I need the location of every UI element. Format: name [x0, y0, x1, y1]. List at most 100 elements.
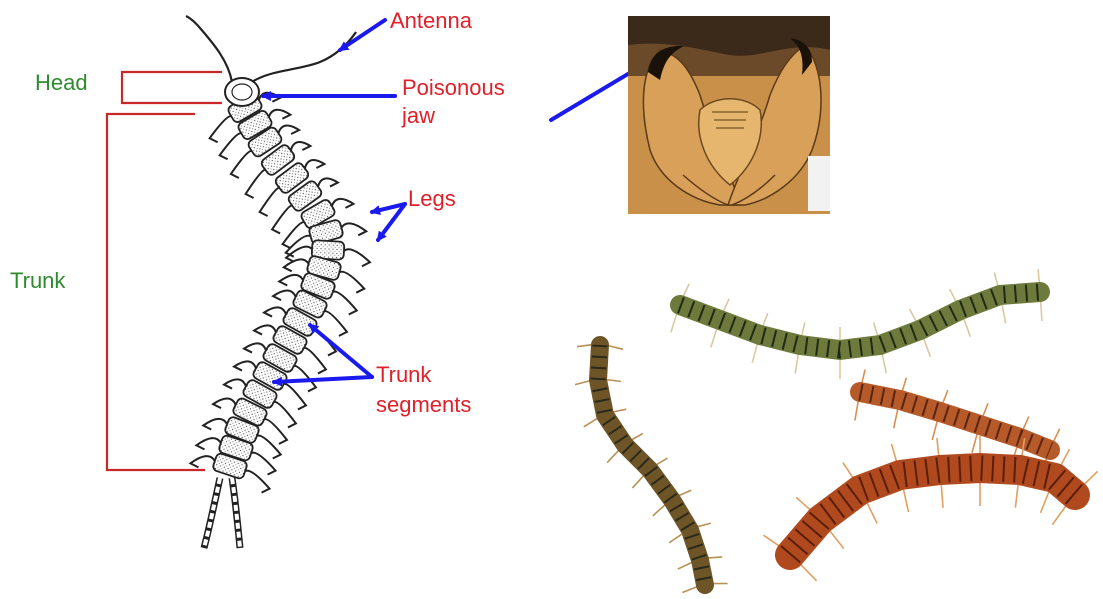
head-capsule — [225, 78, 259, 106]
leg — [246, 170, 266, 198]
antenna-label: Antenna — [390, 8, 472, 33]
leg — [344, 249, 370, 266]
photo-leg — [972, 433, 978, 453]
photo-leg — [653, 504, 666, 516]
leg — [234, 361, 256, 370]
photo-leg — [605, 379, 621, 381]
centipede-photos — [575, 269, 1098, 592]
photo-leg — [902, 378, 906, 392]
leg — [284, 384, 306, 410]
leg — [269, 110, 291, 119]
leg — [196, 438, 220, 449]
photo-leg — [633, 475, 645, 488]
photo-leg — [932, 420, 937, 440]
photo-leg — [607, 450, 619, 463]
photo-leg — [584, 418, 599, 427]
photo-leg — [1083, 471, 1098, 486]
photo-leg — [575, 381, 591, 385]
photo-leg — [843, 462, 854, 479]
leg — [341, 223, 366, 235]
leg — [278, 126, 299, 135]
photo-leg — [862, 370, 866, 385]
leg — [190, 456, 214, 467]
segments-arrow-2 — [274, 377, 372, 382]
photo-leg — [941, 482, 943, 508]
photo-leg — [903, 487, 909, 512]
photo-leg — [752, 343, 757, 363]
photo-leg — [678, 562, 693, 569]
photo-leg — [671, 312, 677, 332]
photo-leg — [1053, 429, 1060, 443]
photo-leg — [607, 345, 623, 349]
leg — [273, 290, 296, 300]
photo-leg — [577, 345, 593, 347]
head-label: Head — [35, 70, 88, 95]
photo-leg — [669, 533, 683, 543]
photo-leg — [655, 458, 667, 465]
photo-leg — [982, 403, 988, 417]
leg — [245, 471, 269, 493]
leg — [304, 348, 326, 374]
leg — [224, 379, 246, 388]
photo-leg — [612, 409, 627, 412]
photo-leg — [801, 322, 804, 337]
photo-leg — [1060, 449, 1070, 467]
photo-leg — [1038, 269, 1039, 284]
head-bracket — [122, 72, 222, 103]
photo-leg — [994, 273, 998, 288]
photo-leg — [963, 317, 970, 336]
photo-leg — [723, 299, 729, 313]
photo-leg — [711, 327, 717, 347]
leg — [231, 151, 252, 178]
leg — [220, 133, 242, 159]
photo-leg — [923, 337, 930, 356]
leg — [244, 343, 266, 352]
trunk-segments-label-line2: segments — [376, 392, 471, 417]
photo-leg — [882, 353, 886, 373]
photo-leg — [1041, 300, 1042, 321]
photo-leg — [828, 529, 844, 549]
photo-leg — [892, 444, 898, 463]
leg — [251, 453, 275, 475]
photo-leg — [1052, 504, 1067, 525]
photo-leg — [866, 500, 877, 523]
leg — [339, 272, 364, 293]
leg — [274, 402, 296, 428]
photo-leg — [950, 289, 957, 302]
antenna-arrow — [340, 20, 385, 50]
leg — [291, 142, 311, 150]
leg — [332, 199, 354, 208]
photo-leg — [697, 523, 711, 527]
poisonous-jaw-label-line1: Poisonous — [402, 75, 505, 100]
photo-leg — [1023, 417, 1029, 431]
segments-layer — [212, 92, 344, 479]
leg — [210, 116, 232, 142]
photo-leg — [799, 563, 816, 581]
leg — [333, 292, 357, 315]
leg — [213, 398, 236, 408]
antenna-right — [252, 32, 356, 82]
leg — [318, 178, 338, 186]
leg — [264, 307, 286, 316]
photo-leg — [1015, 482, 1018, 508]
photo-leg — [894, 408, 898, 428]
photo-leg — [763, 535, 780, 547]
photo-leg — [682, 586, 697, 592]
leg — [272, 205, 292, 233]
jaw-closeup-photo — [628, 16, 830, 214]
photo-leg — [942, 390, 947, 404]
photo-body — [790, 468, 1075, 555]
green-centipede-photo — [671, 269, 1042, 379]
photo-leg — [795, 353, 798, 374]
photo-leg — [707, 557, 722, 558]
photo-leg — [910, 309, 917, 322]
segments-arrow-1 — [310, 325, 372, 377]
leg — [305, 160, 325, 168]
photo-leg — [631, 433, 643, 440]
photo-leg — [855, 400, 859, 421]
leg — [324, 311, 347, 336]
trunk-label: Trunk — [10, 268, 65, 293]
brown-centipede-photo — [575, 345, 727, 593]
